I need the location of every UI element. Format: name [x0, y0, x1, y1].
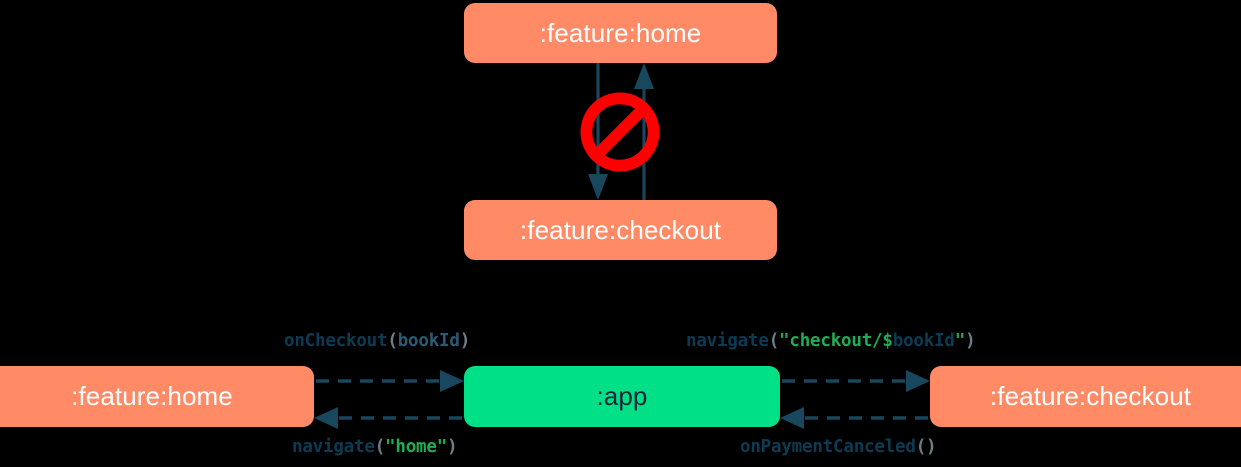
code-token-string: "home": [385, 437, 448, 457]
code-token-punct: (): [915, 437, 937, 457]
node-feature-home-bottom[interactable]: :feature:home: [0, 366, 314, 427]
node-label: :feature:home: [71, 381, 233, 411]
code-token-punct: ): [459, 331, 471, 351]
edge-label-on-checkout: onCheckout(bookId): [284, 331, 470, 351]
code-token-param: bookId: [397, 331, 460, 351]
edge-home-to-app-arrow: [316, 370, 464, 392]
code-token-string: ": [954, 331, 966, 351]
code-token-punct: (: [387, 331, 398, 351]
edge-label-on-payment-canceled: onPaymentCanceled(): [740, 437, 937, 457]
code-token-fn: navigate: [686, 331, 769, 351]
code-token-punct: (: [768, 331, 780, 351]
code-token-punct: ): [965, 331, 976, 351]
code-token-punct: ): [447, 437, 458, 457]
node-feature-home-top[interactable]: :feature:home: [464, 3, 777, 63]
prohibition-sign-icon: [580, 92, 660, 172]
code-token-punct: (: [374, 437, 386, 457]
code-token-string: $: [882, 331, 893, 351]
edge-checkout-to-app-arrow: [780, 407, 928, 429]
code-token-fn: navigate: [292, 437, 375, 457]
code-token-fn: onPaymentCanceled: [740, 437, 916, 457]
node-feature-checkout-bottom[interactable]: :feature:checkout: [930, 366, 1241, 427]
node-feature-checkout-top[interactable]: :feature:checkout: [464, 200, 777, 260]
node-label: :app: [596, 381, 648, 411]
edge-app-to-home-arrow: [314, 407, 462, 429]
node-label: :feature:checkout: [989, 381, 1192, 411]
node-app[interactable]: :app: [464, 366, 780, 427]
edge-app-to-checkout-arrow: [782, 370, 930, 392]
edge-label-navigate-home: navigate("home"): [292, 437, 458, 457]
code-token-var: bookId: [892, 331, 955, 351]
code-token-fn: onCheckout: [284, 331, 388, 351]
edge-label-navigate-checkout: navigate("checkout/$bookId"): [686, 331, 976, 351]
node-label: :feature:checkout: [519, 214, 722, 245]
node-label: :feature:home: [539, 17, 702, 48]
code-token-string: "checkout/: [779, 331, 883, 351]
